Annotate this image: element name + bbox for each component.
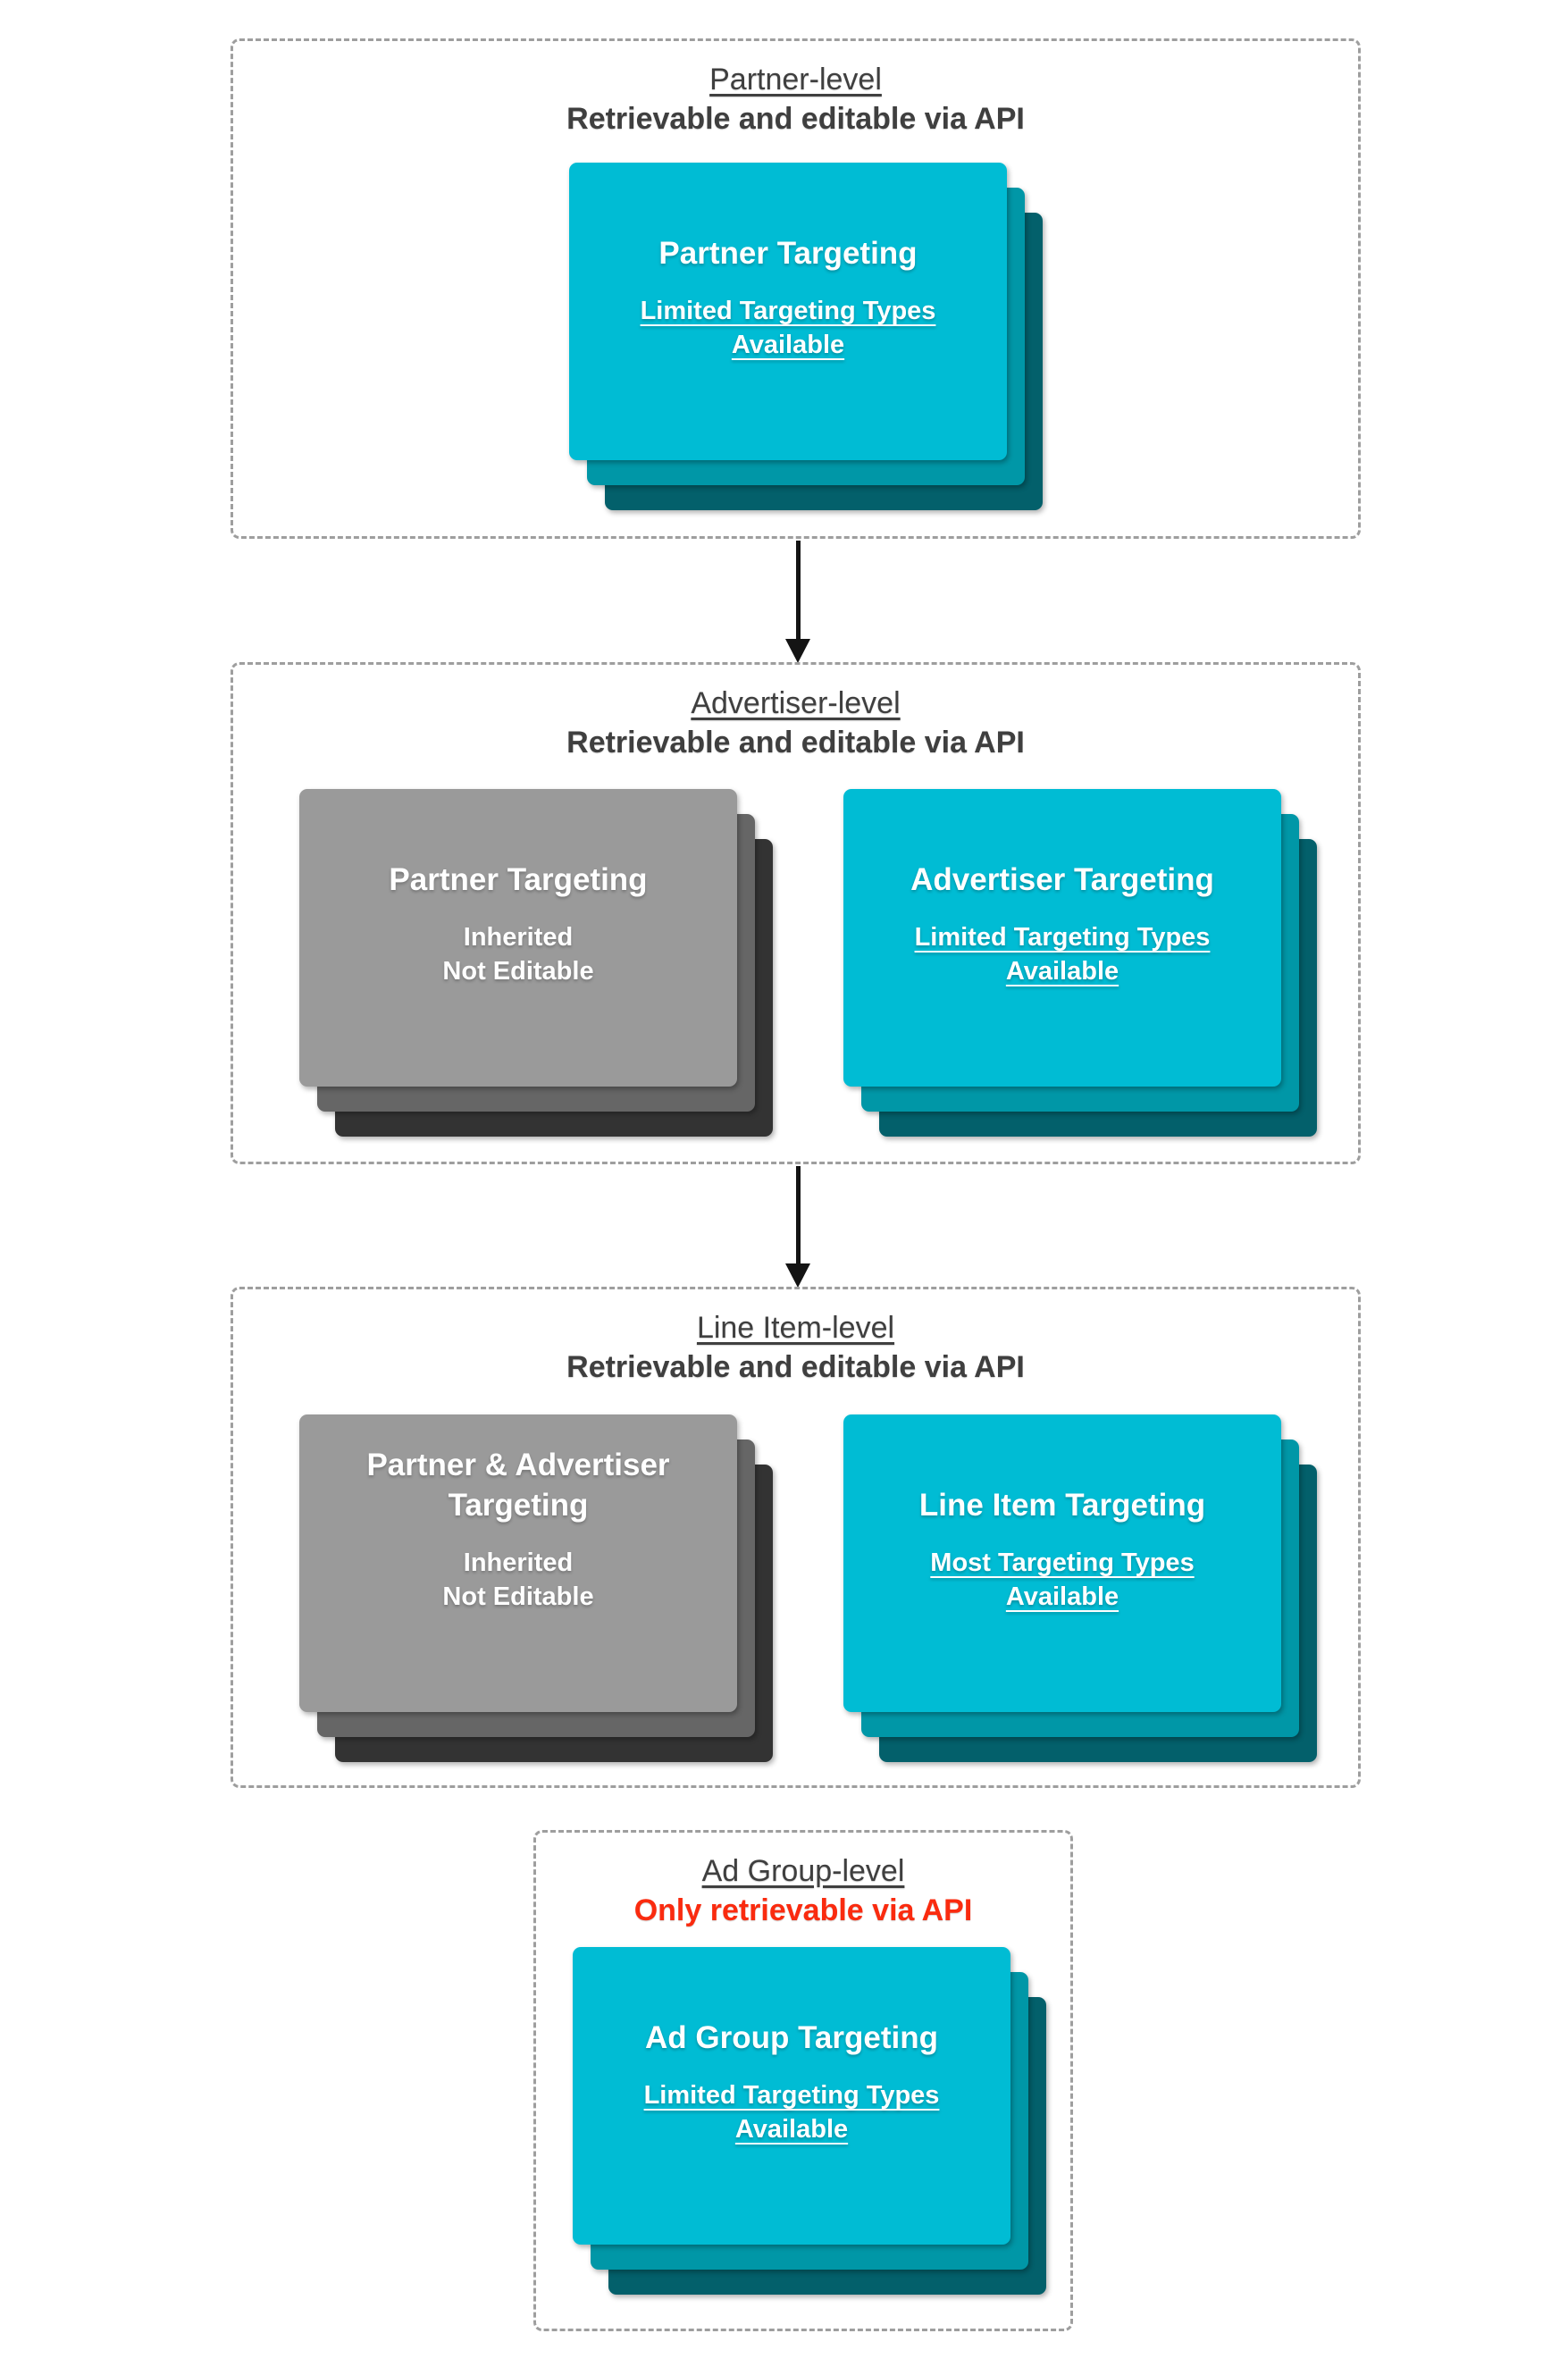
down-arrow-head-icon (785, 639, 810, 663)
card-body-line: Inherited (463, 1549, 574, 1577)
card-ad-group-targeting: Ad Group Targeting Limited Targeting Typ… (573, 1947, 1046, 2295)
card-stack-layer-front (569, 163, 1007, 460)
card-stack-layer-front (843, 789, 1281, 1087)
card-body: Most Targeting Types Available (843, 1546, 1281, 1614)
card-body-line: Available (1005, 1582, 1119, 1611)
card-heading-line: Partner & Advertiser (366, 1448, 670, 1482)
card-heading: Partner Targeting (299, 789, 737, 900)
section-title-text: Ad Group-level (701, 1854, 905, 1888)
down-arrow-line (795, 1166, 801, 1263)
card-stack-layer-front (299, 1414, 737, 1712)
card-body-line: Limited Targeting Types (640, 297, 936, 325)
card-stack-layer-front (843, 1414, 1281, 1712)
card-advertiser-targeting: Advertiser Targeting Limited Targeting T… (843, 789, 1317, 1137)
section-title-text: Partner-level (709, 63, 882, 97)
card-heading: Line Item Targeting (843, 1414, 1281, 1525)
card-body-line: Available (1005, 957, 1119, 986)
section-subtitle: Retrievable and editable via API (566, 1350, 1025, 1384)
card-body-line: Available (734, 2115, 849, 2144)
section-subtitle: Retrievable and editable via API (566, 726, 1025, 760)
card-heading-line: Ad Group Targeting (645, 2020, 938, 2055)
section-line-item-level: Line Item-level Retrievable and editable… (231, 1287, 1361, 1788)
section-advertiser-level: Advertiser-level Retrievable and editabl… (231, 662, 1361, 1164)
section-title-text: Advertiser-level (691, 686, 901, 720)
section-title: Ad Group-level (536, 1851, 1070, 1891)
card-heading-line: Partner Targeting (389, 862, 648, 897)
section-title: Advertiser-level (233, 684, 1358, 723)
section-title-text: Line Item-level (696, 1311, 895, 1345)
card-body-line: Most Targeting Types (930, 1549, 1195, 1577)
card-body: Inherited Not Editable (299, 1546, 737, 1614)
card-heading-line: Advertiser Targeting (910, 862, 1214, 897)
card-heading-line: Targeting (448, 1488, 589, 1523)
card-stack-layer-front (299, 789, 737, 1087)
section-partner-level: Partner-level Retrievable and editable v… (231, 38, 1361, 539)
card-heading: Partner Targeting (569, 163, 1007, 273)
card-body: Limited Targeting Types Available (573, 2078, 1010, 2146)
down-arrow-line (795, 541, 801, 639)
section-ad-group-level: Ad Group-level Only retrievable via API … (533, 1830, 1073, 2331)
card-body-line: Not Editable (442, 957, 594, 986)
card-line-item-targeting: Line Item Targeting Most Targeting Types… (843, 1414, 1317, 1762)
card-body: Limited Targeting Types Available (569, 294, 1007, 362)
card-body: Limited Targeting Types Available (843, 920, 1281, 988)
card-body-line: Inherited (463, 923, 574, 952)
card-body: Inherited Not Editable (299, 920, 737, 988)
card-body-line: Not Editable (442, 1582, 594, 1611)
card-body-line: Limited Targeting Types (914, 923, 1211, 952)
card-partner-targeting: Partner Targeting Limited Targeting Type… (569, 163, 1043, 510)
card-heading: Partner & Advertiser Targeting (299, 1414, 737, 1525)
card-heading: Ad Group Targeting (573, 1947, 1010, 2058)
card-partner-advertiser-targeting-inherited: Partner & Advertiser Targeting Inherited… (299, 1414, 773, 1762)
card-heading: Advertiser Targeting (843, 789, 1281, 900)
card-body-line: Available (731, 331, 845, 359)
card-heading-line: Line Item Targeting (918, 1488, 1206, 1523)
card-stack-layer-front (573, 1947, 1010, 2245)
card-partner-targeting-inherited: Partner Targeting Inherited Not Editable (299, 789, 773, 1137)
down-arrow (784, 541, 811, 663)
section-subtitle-red: Only retrievable via API (633, 1893, 973, 1927)
card-heading-line: Partner Targeting (658, 236, 918, 271)
card-body-line: Limited Targeting Types (643, 2081, 940, 2110)
section-title: Line Item-level (233, 1308, 1358, 1347)
section-subtitle: Retrievable and editable via API (566, 102, 1025, 136)
down-arrow (784, 1166, 811, 1288)
section-title: Partner-level (233, 60, 1358, 99)
down-arrow-head-icon (785, 1263, 810, 1288)
